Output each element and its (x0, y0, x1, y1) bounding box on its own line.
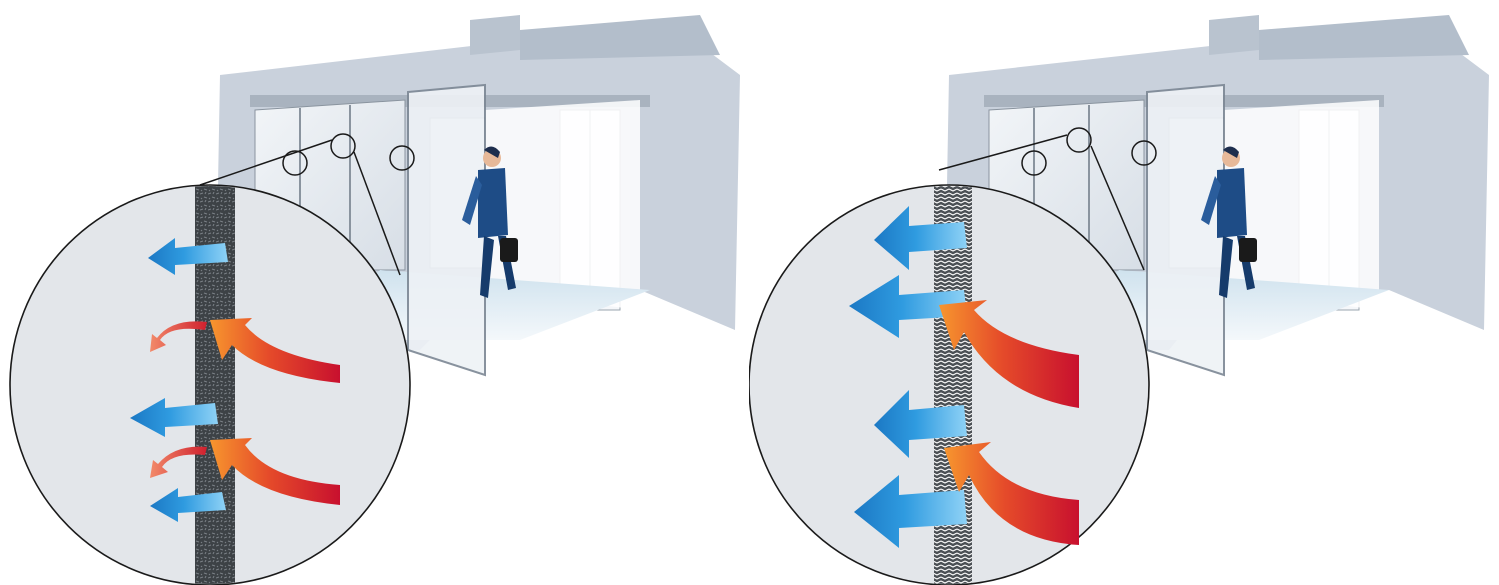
open-door-panel (1147, 85, 1224, 375)
worn-brush-seal (195, 170, 235, 585)
diagram-panel-intact-seal (749, 0, 1499, 585)
worn-seal-illustration (0, 0, 750, 585)
diagram-panel-worn-seal (0, 0, 750, 585)
intact-seal-illustration (749, 0, 1499, 585)
open-door-panel (408, 85, 485, 375)
